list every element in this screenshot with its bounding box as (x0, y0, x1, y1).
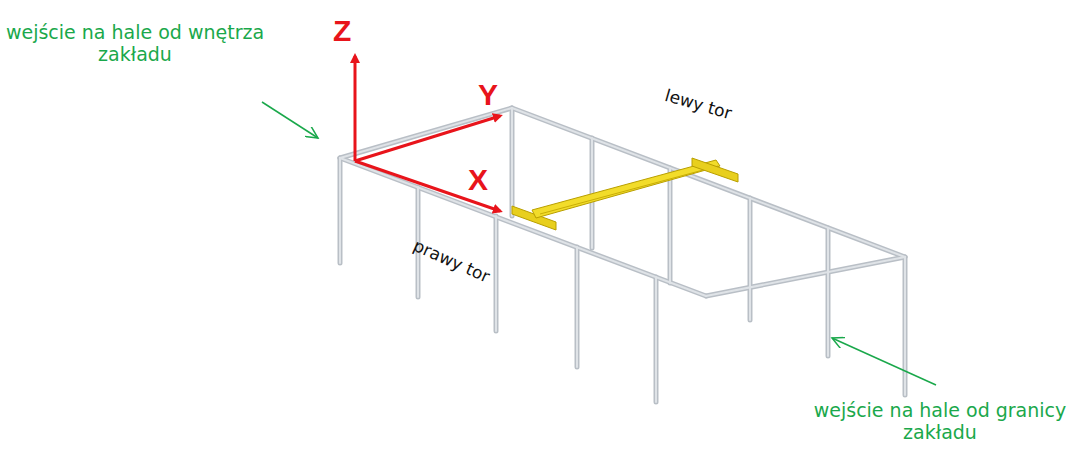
steel-member (510, 108, 515, 216)
entrance-note: wejście na hale od granicy zakładu (806, 400, 1074, 444)
axis-label: Y (478, 78, 498, 113)
steel-member (338, 158, 343, 263)
steel-member (749, 198, 751, 320)
runway-frame (340, 108, 905, 402)
track-label: lewy tor (663, 86, 734, 124)
axis-label: X (468, 163, 488, 198)
steel-member (826, 228, 831, 356)
steel-member (339, 158, 341, 263)
axis-label: Z (333, 14, 351, 49)
steel-member (576, 247, 578, 367)
steel-member (669, 168, 671, 283)
leader-arrows (262, 102, 936, 385)
track-label: prawy tor (410, 236, 493, 287)
steel-member (575, 247, 580, 367)
crane-bridge (512, 158, 738, 230)
coordinate-axes (355, 56, 500, 211)
steel-member (512, 108, 905, 257)
steel-member (340, 108, 512, 158)
steel-member (511, 108, 513, 216)
steel-member (494, 216, 499, 331)
steel-member (904, 257, 906, 395)
steel-member (706, 257, 905, 296)
steel-member (340, 108, 512, 158)
entrance-note: wejście na hale od wnętrza zakładu (4, 22, 266, 66)
steel-member (706, 257, 905, 296)
runway-frame-highlight (340, 108, 905, 402)
steel-member (668, 168, 673, 283)
steel-member (512, 108, 905, 257)
steel-member (903, 257, 908, 395)
steel-member (654, 277, 659, 402)
steel-member (827, 228, 829, 356)
steel-member (748, 198, 753, 320)
steel-member (655, 277, 657, 402)
steel-member (495, 216, 497, 331)
